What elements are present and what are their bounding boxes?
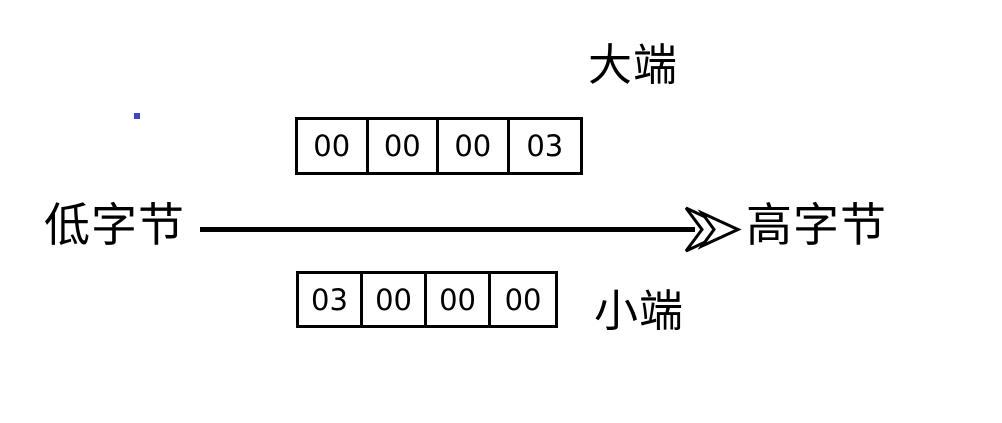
- byte-cell: 03: [299, 274, 364, 325]
- low-byte-label: 低字节: [44, 198, 185, 252]
- byte-cell: 00: [298, 120, 369, 172]
- byte-cell: 03: [509, 120, 580, 172]
- big-endian-label: 大端: [588, 40, 678, 91]
- little-endian-byte-row: 03 00 00 00: [296, 271, 558, 328]
- byte-cell: 00: [363, 274, 428, 325]
- blue-marker-dot: [134, 113, 140, 119]
- byte-cell: 00: [427, 274, 492, 325]
- high-byte-label: 高字节: [746, 198, 887, 252]
- little-endian-label: 小端: [594, 286, 684, 337]
- byte-cell: 00: [491, 274, 555, 325]
- byte-cell: 00: [368, 120, 440, 172]
- big-endian-byte-row: 00 00 00 03: [295, 117, 583, 175]
- byte-cell: 00: [439, 120, 510, 172]
- direction-arrow: [200, 206, 742, 253]
- arrow-head-inner: [697, 209, 742, 250]
